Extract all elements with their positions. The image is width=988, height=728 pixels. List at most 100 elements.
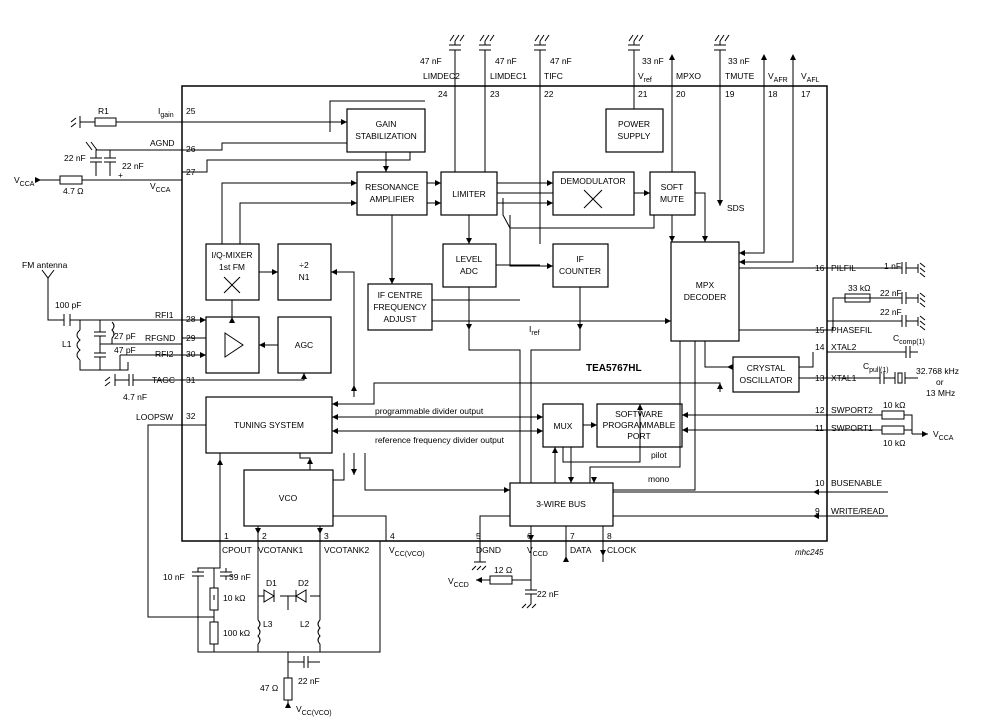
mixer-cross-icon	[223, 276, 241, 294]
svg-text:D1: D1	[266, 578, 277, 588]
svg-text:5: 5	[476, 531, 481, 541]
pin-numbers-bottom: 1 2 3 4 5 6 7 8	[224, 531, 612, 541]
svg-text:COUNTER: COUNTER	[559, 266, 601, 276]
svg-text:7: 7	[570, 531, 575, 541]
svg-text:10 kΩ: 10 kΩ	[223, 593, 245, 603]
svg-text:33 nF: 33 nF	[642, 56, 664, 66]
svg-text:12 Ω: 12 Ω	[494, 565, 512, 575]
svg-text:TMUTE: TMUTE	[725, 71, 755, 81]
svg-text:MUTE: MUTE	[660, 194, 684, 204]
top-external-components: 47 nF 47 nF 47 nF 33 nF 33 nF	[420, 34, 796, 86]
svg-text:MPX: MPX	[696, 280, 715, 290]
svg-text:L3: L3	[263, 619, 273, 629]
svg-text:VCCA: VCCA	[14, 175, 35, 188]
svg-text:4.7 Ω: 4.7 Ω	[63, 186, 84, 196]
svg-text:DGND: DGND	[476, 545, 501, 555]
svg-text:LIMITER: LIMITER	[452, 189, 486, 199]
svg-text:10 kΩ: 10 kΩ	[883, 438, 905, 448]
svg-text:14: 14	[815, 342, 825, 352]
svg-text:100 kΩ: 100 kΩ	[223, 628, 250, 638]
svg-text:1st FM: 1st FM	[219, 262, 245, 272]
svg-text:AGC: AGC	[295, 340, 313, 350]
svg-text:L1: L1	[62, 339, 72, 349]
vco-tank-circuit: 10 nF 39 nF 10 kΩ 100 kΩ D1 D2 L3 L2 47 …	[163, 541, 381, 717]
pin-names-left: Igain AGND VCCA RFI1 RFGND RFI2 TAGC LOO…	[136, 106, 175, 422]
svg-text:CPOUT: CPOUT	[222, 545, 252, 555]
svg-text:4.7 nF: 4.7 nF	[123, 392, 147, 402]
signal-arrows	[200, 119, 819, 562]
svg-text:FM antenna: FM antenna	[22, 260, 68, 270]
iq-mixer-block: I/Q-MIXER 1st FM	[205, 243, 260, 301]
internal-wiring	[182, 86, 827, 541]
svg-text:VCCD: VCCD	[448, 576, 469, 589]
svg-text:10 nF: 10 nF	[163, 572, 185, 582]
svg-text:22 nF: 22 nF	[64, 153, 86, 163]
power-supply-block: POWER SUPPLY	[605, 108, 664, 153]
svg-text:32: 32	[186, 411, 196, 421]
svg-text:AGND: AGND	[150, 138, 175, 148]
svg-text:ADJUST: ADJUST	[383, 314, 416, 324]
svg-text:27 pF: 27 pF	[114, 331, 136, 341]
antenna-icon	[41, 269, 55, 300]
svg-text:22 nF: 22 nF	[298, 676, 320, 686]
svg-text:100 pF: 100 pF	[55, 300, 81, 310]
svg-text:VAFL: VAFL	[801, 71, 820, 84]
svg-text:Cpull(1): Cpull(1)	[863, 361, 889, 374]
svg-text:SOFT: SOFT	[661, 182, 684, 192]
svg-text:+: +	[118, 170, 123, 180]
prog-div-label: programmable divider output	[375, 406, 484, 416]
crystal-oscillator-block: CRYSTAL OSCILLATOR	[732, 356, 800, 393]
svg-text:22 nF: 22 nF	[880, 307, 902, 317]
limiter-block: LIMITER	[440, 171, 498, 216]
svg-text:LIMDEC1: LIMDEC1	[490, 71, 527, 81]
mono-label: mono	[648, 474, 670, 484]
svg-text:SOFTWARE: SOFTWARE	[615, 409, 663, 419]
svg-text:LIMDEC2: LIMDEC2	[423, 71, 460, 81]
ref-div-label: reference frequency divider output	[375, 435, 505, 445]
svg-text:33 kΩ: 33 kΩ	[848, 283, 870, 293]
svg-text:19: 19	[725, 89, 735, 99]
pin-numbers-top: 24 23 22 21 20 19 18 17	[438, 89, 811, 99]
svg-text:or: or	[936, 377, 944, 387]
pin-numbers-left: 25 26 27 28 29 30 31 32	[186, 106, 196, 421]
rf-amplifier-block	[205, 316, 260, 374]
pin-names-bottom: CPOUT VCOTANK1 VCOTANK2 VCC(VCO) DGND VC…	[222, 545, 637, 558]
svg-text:Ccomp(1): Ccomp(1)	[893, 333, 925, 346]
svg-text:16: 16	[815, 263, 825, 273]
svg-text:LOOPSW: LOOPSW	[136, 412, 173, 422]
if-counter-block: IF COUNTER	[552, 243, 609, 288]
svg-text:SUPPLY: SUPPLY	[618, 131, 651, 141]
svg-text:VCC(VCO): VCC(VCO)	[296, 704, 332, 717]
svg-text:4: 4	[390, 531, 395, 541]
svg-text:1 nF: 1 nF	[884, 261, 901, 271]
right-external-components: 1 nF 33 kΩ 22 nF 22 nF Ccomp(1) Cpull(1)…	[827, 261, 959, 517]
svg-text:27: 27	[186, 167, 196, 177]
svg-text:PROGRAMMABLE: PROGRAMMABLE	[603, 420, 676, 430]
svg-text:VCC(VCO): VCC(VCO)	[389, 545, 425, 558]
svg-text:22: 22	[544, 89, 554, 99]
svg-text:20: 20	[676, 89, 686, 99]
svg-text:TIFC: TIFC	[544, 71, 563, 81]
svg-text:VCO: VCO	[279, 493, 298, 503]
svg-text:9: 9	[815, 506, 820, 516]
svg-text:28: 28	[186, 314, 196, 324]
svg-text:TUNING SYSTEM: TUNING SYSTEM	[234, 420, 304, 430]
diode-d2-icon	[295, 589, 307, 603]
svg-text:R1: R1	[98, 106, 109, 116]
svg-text:GAIN: GAIN	[376, 119, 397, 129]
pin-names-top: LIMDEC2 LIMDEC1 TIFC Vref MPXO TMUTE VAF…	[423, 71, 820, 84]
svg-text:I/Q-MIXER: I/Q-MIXER	[211, 250, 252, 260]
svg-text:SWPORT1: SWPORT1	[831, 423, 873, 433]
svg-text:VCCA: VCCA	[933, 429, 954, 442]
svg-text:15: 15	[815, 325, 825, 335]
level-adc-block: LEVEL ADC	[442, 243, 497, 288]
digital-supply-circuit: 12 Ω 22 nF VCCD	[448, 541, 604, 609]
svg-text:STABILIZATION: STABILIZATION	[355, 131, 417, 141]
pilot-label: pilot	[651, 450, 667, 460]
svg-text:DECODER: DECODER	[684, 292, 727, 302]
svg-text:IF CENTRE: IF CENTRE	[378, 290, 423, 300]
demodulator-block: DEMODULATOR	[552, 171, 635, 216]
sds-label: SDS	[727, 203, 745, 213]
svg-text:IF: IF	[576, 254, 584, 264]
